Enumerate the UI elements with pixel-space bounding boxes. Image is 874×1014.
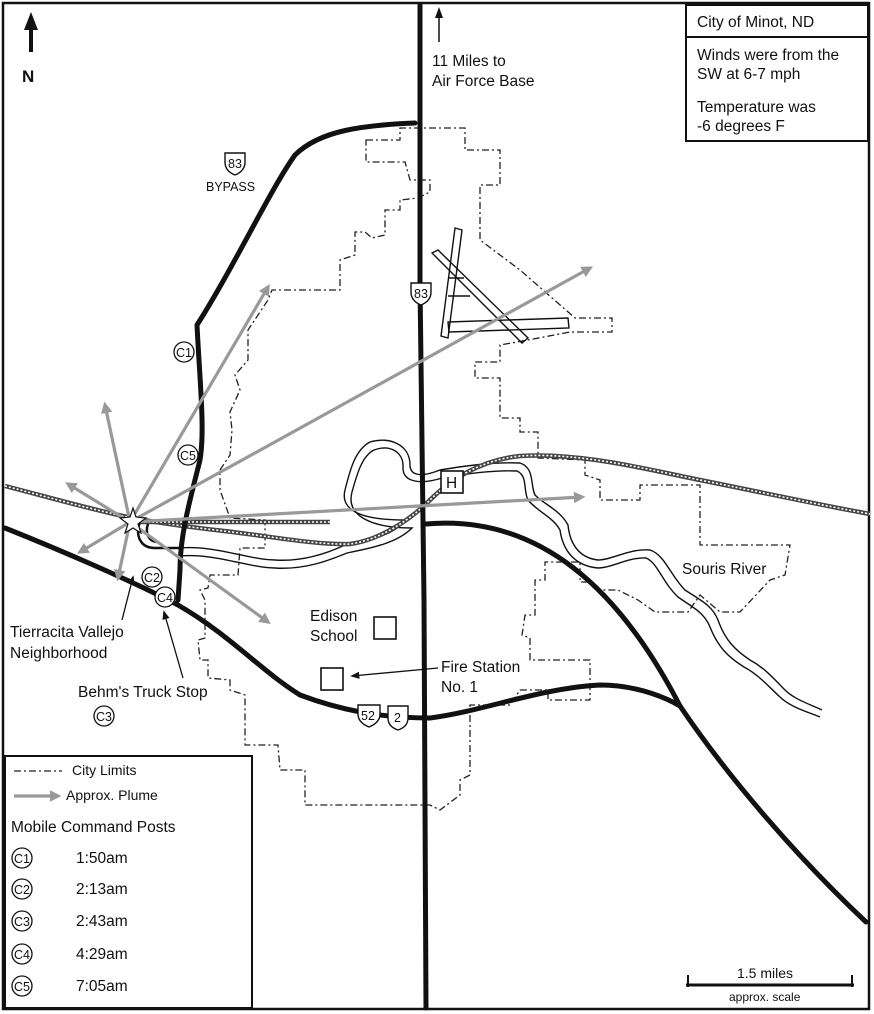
legend-post-id: C4 [14, 948, 30, 962]
command-post-c3-label: C3 [96, 710, 112, 724]
wind-line1: Winds were from the [697, 47, 839, 64]
legend-post-row: C4 4:29am [11, 943, 128, 965]
legend-post-time: 2:43am [76, 913, 128, 930]
legend-box [4, 755, 253, 1009]
tierracita-pointer [121, 575, 135, 621]
fire-line1: Fire Station [441, 659, 520, 676]
legend-post-id: C5 [14, 980, 30, 994]
command-post-markers: C1 C5 C2 C4 C3 [93, 341, 199, 727]
legend-posts-title: Mobile Command Posts [11, 819, 176, 836]
scale-distance: 1.5 miles [737, 965, 793, 981]
us83-highway [417, 2, 429, 1011]
behms-pointer [162, 610, 184, 679]
legend-post-id: C1 [14, 852, 30, 866]
city-limits-boundary [197, 127, 791, 811]
edison-line1: Edison [310, 608, 357, 625]
fire-station-icon [320, 667, 344, 691]
north-arrow: N [22, 12, 38, 86]
conditions-box [685, 36, 869, 142]
scale-bar: 1.5 miles approx. scale [686, 965, 854, 1006]
tierracita-line2: Neighborhood [10, 645, 107, 662]
spill-site-star [118, 506, 148, 535]
command-post-c2-marker: C2 [141, 566, 163, 588]
edison-school-icon [373, 616, 397, 640]
legend: City Limits Approx. Plume Mobile Command… [4, 755, 253, 1009]
legend-post-id: C3 [14, 915, 30, 929]
command-post-c5-marker: C5 [177, 444, 199, 466]
legend-post-time: 1:50am [76, 850, 128, 867]
us52-hwy2-road [2, 525, 683, 721]
legend-post-id: C2 [14, 883, 30, 897]
hwy2-shield-label: 2 [394, 711, 401, 725]
command-post-c4-label: C4 [157, 591, 173, 605]
us83-shield-icon: 83 [410, 282, 432, 306]
wind-line2: SW at 6-7 mph [697, 66, 800, 83]
plume-arrows [65, 266, 594, 625]
command-post-c2-label: C2 [144, 571, 160, 585]
legend-post-row: C1 1:50am [11, 847, 128, 869]
command-post-c4-marker: C4 [154, 586, 176, 608]
legend-post-row: C2 2:13am [11, 878, 128, 900]
legend-city-limits-label: City Limits [72, 762, 137, 778]
fire-station-pointer [350, 667, 439, 679]
legend-plume-label: Approx. Plume [66, 787, 158, 803]
temp-line2: -6 degrees F [697, 118, 785, 135]
north-label: N [22, 67, 34, 86]
us52-shield-label: 52 [361, 709, 375, 723]
us83-shield-label: 83 [414, 287, 428, 301]
temp-line1: Temperature was [697, 99, 816, 116]
hospital-symbol: H [446, 475, 457, 492]
scale-note: approx. scale [729, 990, 801, 1004]
legend-post-time: 7:05am [76, 978, 128, 995]
us83-bypass-shield-icon: 83 [224, 152, 246, 176]
command-post-c5-label: C5 [180, 449, 196, 463]
behms-label: Behm's Truck Stop [78, 684, 208, 701]
tierracita-line1: Tierracita Vallejo [10, 624, 124, 641]
hwy2-shield-icon: 2 [387, 705, 409, 731]
airport-runways [430, 227, 570, 344]
command-post-c3-marker: C3 [93, 705, 115, 727]
us83-bypass-shield-label: 83 [228, 157, 242, 171]
bypass-label: BYPASS [206, 180, 255, 194]
air-force-line1: 11 Miles to [432, 53, 506, 70]
air-force-base-arrow [435, 7, 443, 42]
us52-shield-icon: 52 [357, 704, 381, 728]
us83-bypass-road [175, 120, 418, 603]
legend-post-time: 4:29am [76, 946, 128, 963]
edison-line2: School [310, 628, 357, 645]
fire-line2: No. 1 [441, 679, 478, 696]
air-force-line2: Air Force Base [432, 73, 535, 90]
command-post-c1-marker: C1 [173, 341, 195, 363]
legend-post-time: 2:13am [76, 881, 128, 898]
map-title: City of Minot, ND [697, 14, 814, 31]
hospital-icon [440, 470, 464, 494]
legend-post-row: C5 7:05am [11, 975, 128, 997]
southeast-road [423, 520, 869, 925]
legend-post-row: C3 2:43am [11, 910, 128, 932]
railroad-line [4, 453, 871, 547]
command-post-c1-label: C1 [176, 346, 192, 360]
souris-river-label: Souris River [682, 561, 766, 578]
